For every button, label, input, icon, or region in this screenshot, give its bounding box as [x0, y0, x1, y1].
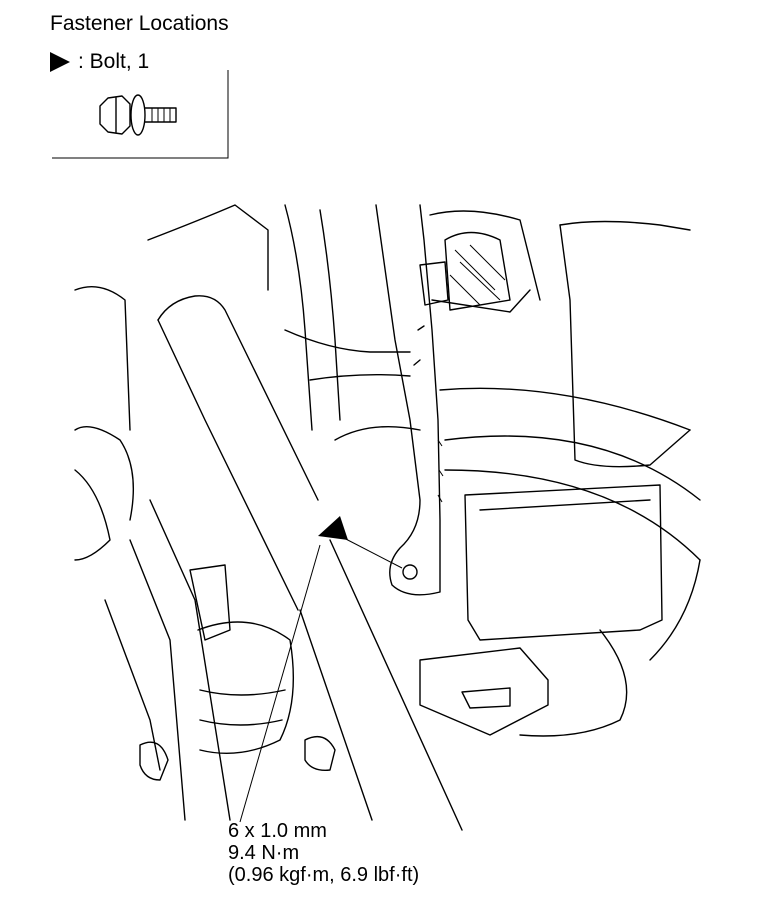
bracket — [375, 204, 444, 596]
knuckle-housing — [429, 210, 691, 468]
bump-stop — [189, 564, 231, 641]
brake-caliper — [419, 484, 663, 736]
spec-torque-nm: 9.4 N·m — [228, 842, 300, 864]
spec-torque-alt: (0.96 kgf·m, 6.9 lbf·ft) — [228, 864, 420, 886]
triangle-marker-icon — [50, 52, 70, 72]
hex-flange-bolt-icon — [99, 94, 177, 136]
brake-disc — [439, 387, 701, 737]
strut-tube — [157, 295, 463, 831]
torque-spec: 6 x 1.0 mm 9.4 N·m (0.96 kgf·m, 6.9 lbf·… — [228, 820, 419, 886]
legend-title: Fastener Locations — [50, 12, 229, 35]
legend-frame — [52, 70, 229, 159]
body-outline — [74, 204, 421, 441]
legend-bolt-row: : Bolt, 1 — [50, 50, 149, 74]
bolt-hole — [402, 564, 418, 580]
bolt-callout — [239, 516, 403, 823]
lower-arm — [74, 426, 336, 821]
legend-bolt-label: : Bolt, 1 — [78, 50, 150, 73]
spec-size: 6 x 1.0 mm — [228, 820, 327, 842]
wire-harness — [419, 231, 511, 311]
triangle-marker-icon — [318, 516, 348, 540]
